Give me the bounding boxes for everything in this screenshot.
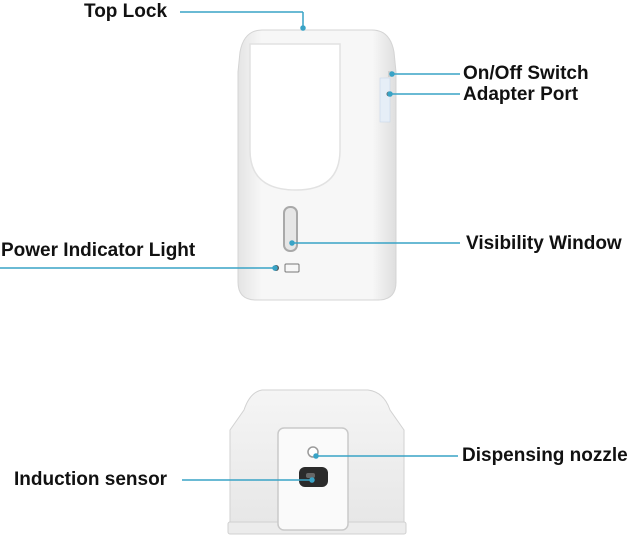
- hand-sensor-icon: [284, 263, 300, 273]
- visibility-window: [283, 206, 298, 252]
- label-adapter-port: Adapter Port: [463, 84, 579, 105]
- leader-lines: [0, 11, 460, 483]
- label-top-lock: Top Lock: [84, 1, 168, 22]
- dispenser-front-view: [237, 29, 397, 301]
- label-visibility-window: Visibility Window: [466, 233, 622, 254]
- label-on-off-switch: On/Off Switch: [463, 63, 589, 84]
- label-dispensing-nozzle: Dispensing nozzle: [462, 445, 628, 466]
- label-induction-sensor: Induction sensor: [14, 469, 168, 490]
- front-panel-arch: [249, 43, 341, 191]
- induction-sensor-glint: [306, 473, 315, 478]
- dispenser-bottom-view: [227, 389, 407, 535]
- side-sticker: [379, 77, 391, 123]
- label-power-indicator-light: Power Indicator Light: [1, 240, 196, 261]
